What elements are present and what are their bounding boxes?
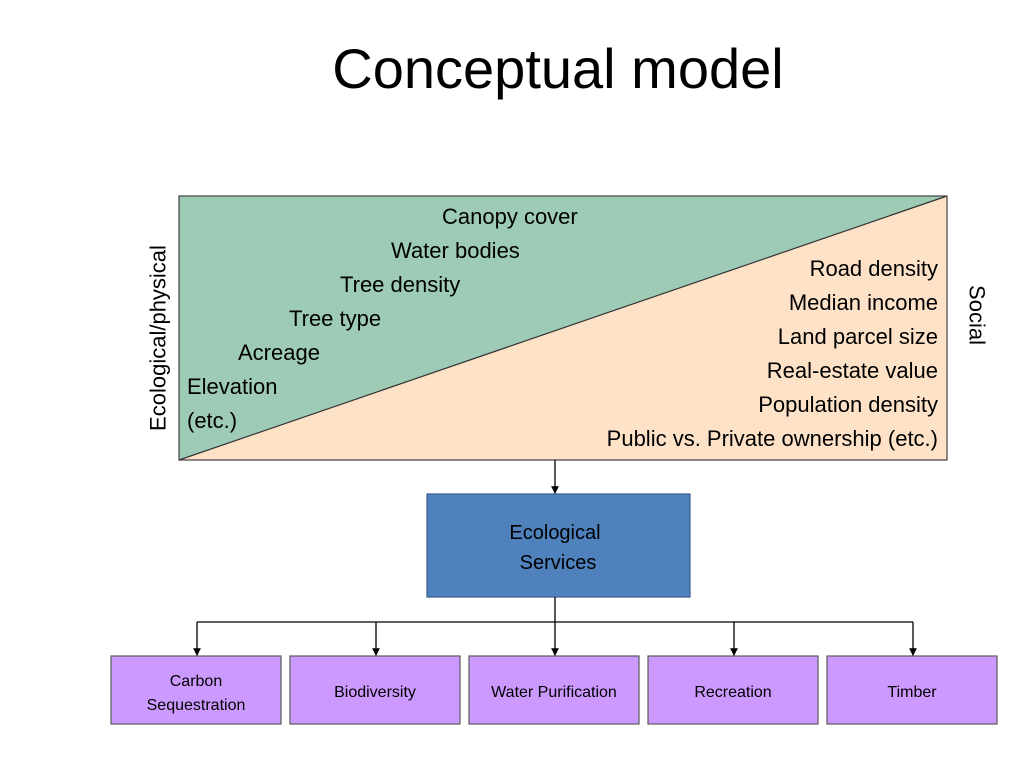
- ecological-factor: Acreage: [238, 340, 320, 365]
- factor-panel: Canopy cover Water bodies Tree density T…: [178, 195, 948, 461]
- social-factor: Road density: [810, 256, 938, 281]
- service-label: Water Purification: [491, 684, 617, 701]
- ecological-services-label-line2: Services: [520, 552, 597, 574]
- social-factor: Real-estate value: [767, 358, 938, 383]
- service-label-line2: Sequestration: [147, 697, 246, 714]
- service-node-carbon-sequestration: Carbon Sequestration: [110, 655, 282, 725]
- diagonal-divider: [178, 195, 948, 461]
- ecological-services-label-line1: Ecological: [509, 522, 600, 544]
- service-box: [110, 655, 282, 725]
- ecological-factor: Water bodies: [391, 238, 520, 263]
- ecological-factor: (etc.): [187, 408, 237, 433]
- social-factor: Population density: [758, 392, 938, 417]
- service-node-timber: Timber: [826, 655, 998, 725]
- service-box: [289, 655, 461, 725]
- ecological-factor: Canopy cover: [442, 204, 578, 229]
- ecological-factor-list: Canopy cover Water bodies Tree density T…: [187, 204, 578, 433]
- ecological-factor: Tree density: [340, 272, 460, 297]
- social-factor: Median income: [789, 290, 938, 315]
- service-box: [826, 655, 998, 725]
- social-factor: Public vs. Private ownership (etc.): [607, 426, 938, 451]
- service-label: Recreation: [694, 684, 771, 701]
- slide-title: Conceptual model: [332, 37, 783, 100]
- service-label: Biodiversity: [334, 684, 416, 701]
- service-node-biodiversity: Biodiversity: [289, 655, 461, 725]
- ecological-physical-axis-label: Ecological/physical: [146, 245, 171, 431]
- ecological-services-box: [426, 493, 691, 598]
- social-factor: Land parcel size: [778, 324, 938, 349]
- service-node-water-purification: Water Purification: [468, 655, 640, 725]
- social-axis-label: Social: [965, 285, 990, 345]
- service-label: Timber: [887, 684, 937, 701]
- ecological-services-node: Ecological Services: [426, 493, 691, 598]
- ecological-factor: Elevation: [187, 374, 278, 399]
- ecological-factor: Tree type: [289, 306, 381, 331]
- social-factor-list: Road density Median income Land parcel s…: [607, 256, 938, 451]
- service-label-line1: Carbon: [170, 673, 222, 690]
- service-box: [647, 655, 819, 725]
- service-connectors: [193, 597, 917, 656]
- service-node-recreation: Recreation: [647, 655, 819, 725]
- factor-panel-border: [178, 195, 948, 461]
- service-box: [468, 655, 640, 725]
